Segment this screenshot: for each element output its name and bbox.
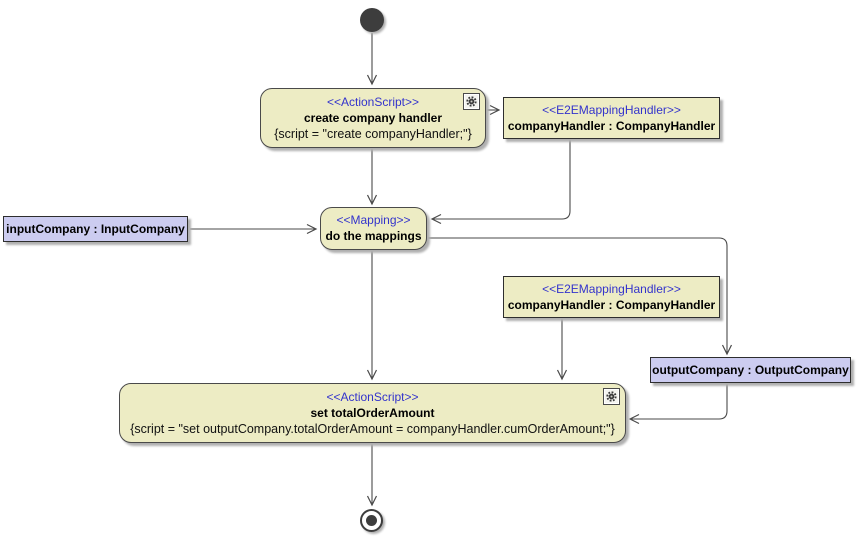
final-node-dot xyxy=(366,515,377,526)
object-name: companyHandler : CompanyHandler xyxy=(507,297,716,312)
object-outputcompany[interactable]: outputCompany : OutputCompany xyxy=(650,357,851,383)
stereotype-label: <<Mapping>> xyxy=(336,213,411,227)
object-name: outputCompany : OutputCompany xyxy=(652,363,849,377)
stereotype-label: <<ActionScript>> xyxy=(326,94,420,109)
action-set-totalorderamount[interactable]: <<ActionScript>> set totalOrderAmount {s… xyxy=(119,383,626,443)
object-name: inputCompany : InputCompany xyxy=(6,222,185,236)
action-create-company-handler[interactable]: <<ActionScript>> create company handler … xyxy=(260,88,486,148)
edge-outputcompany-to-settotal xyxy=(628,383,728,425)
action-name: do the mappings xyxy=(325,229,422,243)
initial-node[interactable] xyxy=(360,8,384,32)
stereotype-label: <<ActionScript>> xyxy=(326,389,419,404)
object-companyhandler-1[interactable]: <<E2EMappingHandler>> companyHandler : C… xyxy=(503,97,720,139)
object-name: companyHandler : CompanyHandler xyxy=(507,118,716,133)
gear-icon xyxy=(603,388,620,405)
object-inputcompany[interactable]: inputCompany : InputCompany xyxy=(3,216,188,242)
object-companyhandler-2[interactable]: <<E2EMappingHandler>> companyHandler : C… xyxy=(503,276,720,318)
stereotype-label: <<E2EMappingHandler>> xyxy=(542,102,681,117)
action-name: create company handler xyxy=(303,110,443,125)
action-do-the-mappings[interactable]: <<Mapping>> do the mappings xyxy=(320,207,427,250)
edge-mapping-to-outputcompany xyxy=(428,237,733,356)
final-node[interactable] xyxy=(360,509,383,532)
action-name: set totalOrderAmount xyxy=(310,405,435,420)
action-script-text: {script = "create companyHandler;"} xyxy=(274,126,472,141)
gear-icon xyxy=(463,93,480,110)
action-script-text: {script = "set outputCompany.totalOrderA… xyxy=(130,421,615,436)
stereotype-label: <<E2EMappingHandler>> xyxy=(542,281,681,296)
edge-companyhandler1-to-mapping xyxy=(430,140,571,225)
